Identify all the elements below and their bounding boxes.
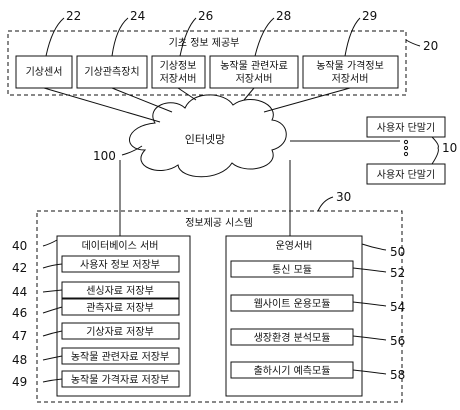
ellipsis-dot-2	[404, 146, 407, 149]
ref-22: 22	[66, 9, 81, 23]
ref-46: 46	[12, 306, 27, 320]
ellipsis-dot-3	[404, 152, 407, 155]
db-item-label-5: 농작물 관련자료 저장부	[71, 351, 169, 363]
ref-47: 47	[12, 329, 27, 343]
weather-info-server-label-1: 기상정보	[160, 60, 197, 72]
db-item-label-6: 농작물 가격자료 저장부	[71, 373, 169, 386]
db-item-label-2: 센싱자료 저장부	[86, 285, 154, 297]
ref-leader-48	[43, 356, 62, 360]
ref-leader-29	[345, 18, 360, 56]
ellipsis-dot-1	[404, 140, 407, 143]
op-item-label-3: 생장환경 분석모듈	[254, 331, 331, 344]
internet-label: 인터넷망	[185, 133, 225, 146]
ref-leader-28	[255, 18, 274, 56]
ref-58: 58	[390, 368, 405, 382]
ref-leader-49	[43, 379, 62, 382]
ref-leader-30	[318, 197, 333, 211]
basic-info-provider-title: 기초 정보 제공부	[169, 37, 240, 49]
link-crop-server-internet	[244, 88, 254, 100]
ref-leader-46	[43, 307, 62, 313]
op-item-label-2: 웹사이트 운용모듈	[254, 298, 331, 310]
crop-data-server-label-1: 농작물 관련자료	[220, 60, 288, 72]
crop-price-server-label-2: 저장서버	[332, 73, 369, 85]
ref-30: 30	[336, 190, 351, 204]
ref-100: 100	[93, 149, 116, 163]
ref-leader-20	[406, 40, 420, 46]
user-terminal-label-2: 사용자 단말기	[377, 169, 435, 181]
ref-52: 52	[390, 266, 405, 280]
ref-leader-44	[43, 290, 62, 292]
ref-28: 28	[276, 9, 291, 23]
ref-44: 44	[12, 285, 27, 299]
ref-50: 50	[390, 245, 405, 259]
ref-54: 54	[390, 300, 405, 314]
ref-bracket-10	[432, 137, 438, 164]
link-price-server-internet	[264, 88, 350, 112]
ref-24: 24	[130, 9, 145, 23]
ref-42: 42	[12, 261, 27, 275]
weather-info-server-label-2: 저장서버	[160, 73, 197, 85]
ref-leader-22	[46, 18, 64, 56]
database-server-title: 데이터베이스 서버	[82, 240, 159, 252]
link-weather-server-internet	[178, 88, 196, 100]
ref-56: 56	[390, 334, 405, 348]
user-terminal-label-1: 사용자 단말기	[377, 122, 435, 134]
ref-10: 10	[442, 141, 457, 155]
ref-leader-56	[353, 336, 386, 340]
ref-48: 48	[12, 353, 27, 367]
crop-price-server-label-1: 농작물 가격정보	[316, 59, 384, 72]
ref-leader-100	[122, 146, 142, 155]
ref-26: 26	[198, 9, 213, 23]
ref-leader-40	[43, 240, 57, 246]
ref-49: 49	[12, 375, 27, 389]
crop-data-server-label-2: 저장서버	[236, 73, 273, 85]
ref-leader-50	[362, 244, 386, 250]
info-system-title: 정보제공 시스템	[185, 217, 253, 229]
ref-leader-54	[353, 302, 386, 306]
weather-observation-device-label: 기상관측장치	[84, 66, 139, 78]
operation-server-title: 운영서버	[276, 240, 313, 252]
op-item-label-4: 출하시기 예측모듈	[254, 364, 331, 377]
ref-leader-24	[112, 18, 128, 56]
db-item-label-4: 기상자료 저장부	[86, 326, 154, 338]
weather-sensor-label: 기상센서	[26, 66, 63, 78]
op-item-label-1: 통신 모듈	[272, 264, 312, 276]
ref-leader-26	[180, 18, 196, 56]
ref-leader-52	[353, 268, 386, 272]
ref-leader-42	[43, 264, 62, 268]
ref-leader-58	[353, 370, 386, 374]
ref-40: 40	[12, 239, 27, 253]
link-observation-internet	[112, 88, 172, 112]
db-item-label-1: 사용자 정보 저장부	[80, 259, 160, 271]
link-sensor-internet	[44, 88, 160, 122]
db-item-label-3: 관측자료 저장부	[86, 302, 154, 314]
ref-29: 29	[362, 9, 377, 23]
ref-20: 20	[423, 39, 438, 53]
ref-leader-47	[43, 331, 62, 336]
